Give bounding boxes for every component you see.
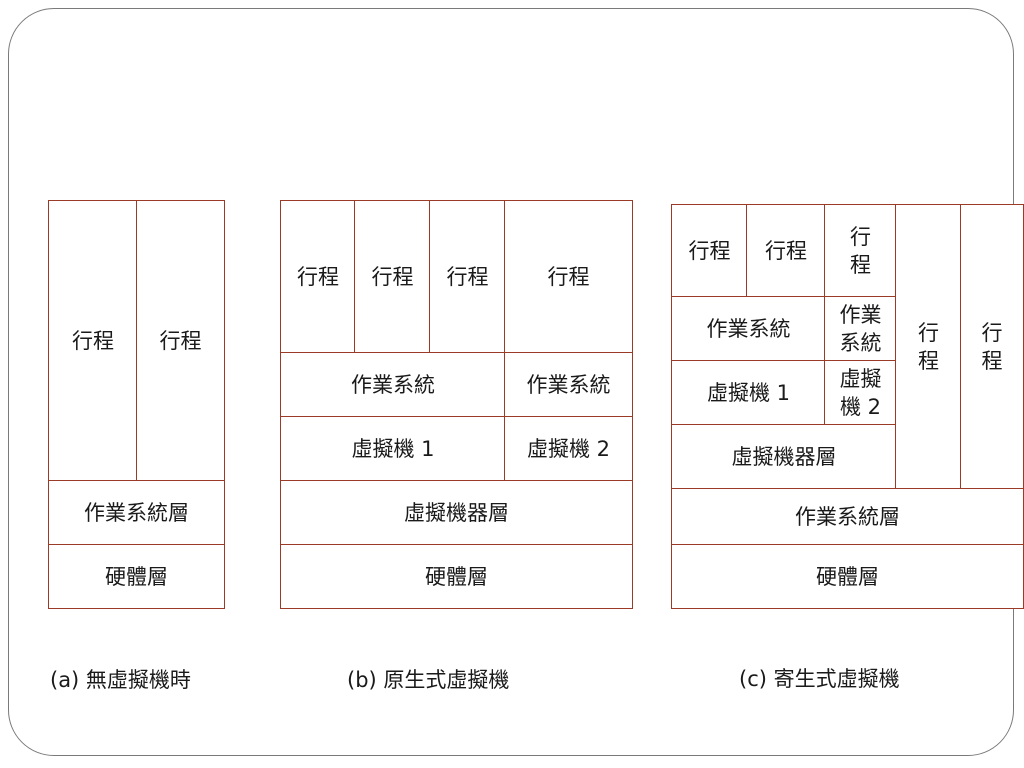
process-box: 行程 <box>280 200 356 354</box>
process-label: 行程 <box>688 239 731 263</box>
hardware-layer-label: 硬體層 <box>105 564 168 589</box>
os-layer-label: 作業系統層 <box>84 501 189 525</box>
hardware-layer-box: 硬體層 <box>280 544 633 609</box>
hardware-layer-label: 硬體層 <box>425 564 488 589</box>
host-process-label: 行 程 <box>918 319 939 375</box>
guest-os-box: 作業系統 <box>671 296 826 362</box>
host-os-layer-box: 作業系統層 <box>671 488 1024 546</box>
guest-os-label-line: 作業 <box>839 303 882 327</box>
hardware-layer-box: 硬體層 <box>48 544 225 609</box>
process-label: 行程 <box>72 329 114 353</box>
virtual-machine-box: 虛擬 機 2 <box>824 360 897 426</box>
caption-no-vm: (a) 無虛擬機時 <box>50 668 191 692</box>
host-process-box: 行 程 <box>960 204 1024 490</box>
vmm-layer-box: 虛擬機器層 <box>671 424 897 490</box>
guest-os-label: 作業 系統 <box>840 301 882 357</box>
process-box: 行程 <box>671 204 748 298</box>
host-process-label-line: 行 <box>918 321 939 345</box>
host-process-box: 行 程 <box>895 204 962 490</box>
process-label: 行 程 <box>850 223 871 279</box>
guest-os-label: 作業系統 <box>351 373 435 397</box>
process-box: 行程 <box>746 204 826 298</box>
vmm-layer-box: 虛擬機器層 <box>280 480 633 546</box>
virtual-machine-box: 虛擬機 2 <box>504 416 633 482</box>
hardware-layer-label: 硬體層 <box>816 564 879 589</box>
virtual-machine-label: 虛擬機 2 <box>526 437 611 461</box>
virtual-machine-box: 虛擬機 1 <box>671 360 826 426</box>
process-box: 行程 <box>136 200 225 482</box>
host-process-label-line: 程 <box>918 349 939 373</box>
guest-os-box: 作業系統 <box>280 352 506 418</box>
virtual-machine-label: 虛擬機 1 <box>351 437 435 461</box>
virtual-machine-box: 虛擬機 1 <box>280 416 506 482</box>
host-process-label-line: 程 <box>981 349 1003 373</box>
os-layer-box: 作業系統層 <box>48 480 225 546</box>
guest-os-label: 作業系統 <box>706 317 791 341</box>
process-label-line: 行 <box>850 225 871 249</box>
process-label: 行程 <box>371 265 414 289</box>
process-box: 行 程 <box>824 204 897 298</box>
process-box: 行程 <box>48 200 138 482</box>
hardware-layer-box: 硬體層 <box>671 544 1024 609</box>
process-label-line: 程 <box>850 253 871 277</box>
guest-os-box: 作業 系統 <box>824 296 897 362</box>
guest-os-label-line: 系統 <box>839 331 882 355</box>
process-label: 行程 <box>547 265 590 289</box>
process-box: 行程 <box>429 200 506 354</box>
virtual-machine-label: 虛擬 機 2 <box>840 365 882 421</box>
guest-os-box: 作業系統 <box>504 352 633 418</box>
virtual-machine-label-line: 虛擬 <box>839 367 882 391</box>
vmm-layer-label: 虛擬機器層 <box>404 501 509 525</box>
virtual-machine-label: 虛擬機 1 <box>706 381 791 405</box>
process-label: 行程 <box>765 239 807 263</box>
virtual-machine-label-line: 機 2 <box>839 395 882 419</box>
process-box: 行程 <box>504 200 633 354</box>
caption-hosted-vm: (c) 寄生式虛擬機 <box>739 667 900 691</box>
process-label: 行程 <box>159 329 202 353</box>
host-process-label-line: 行 <box>981 321 1003 345</box>
host-os-layer-label: 作業系統層 <box>795 505 900 529</box>
host-process-label: 行 程 <box>982 319 1003 375</box>
caption-native-vm: (b) 原生式虛擬機 <box>347 668 510 692</box>
process-box: 行程 <box>354 200 431 354</box>
guest-os-label: 作業系統 <box>526 373 611 397</box>
vmm-layer-label: 虛擬機器層 <box>731 445 837 469</box>
process-label: 行程 <box>446 265 489 289</box>
process-label: 行程 <box>297 265 339 289</box>
